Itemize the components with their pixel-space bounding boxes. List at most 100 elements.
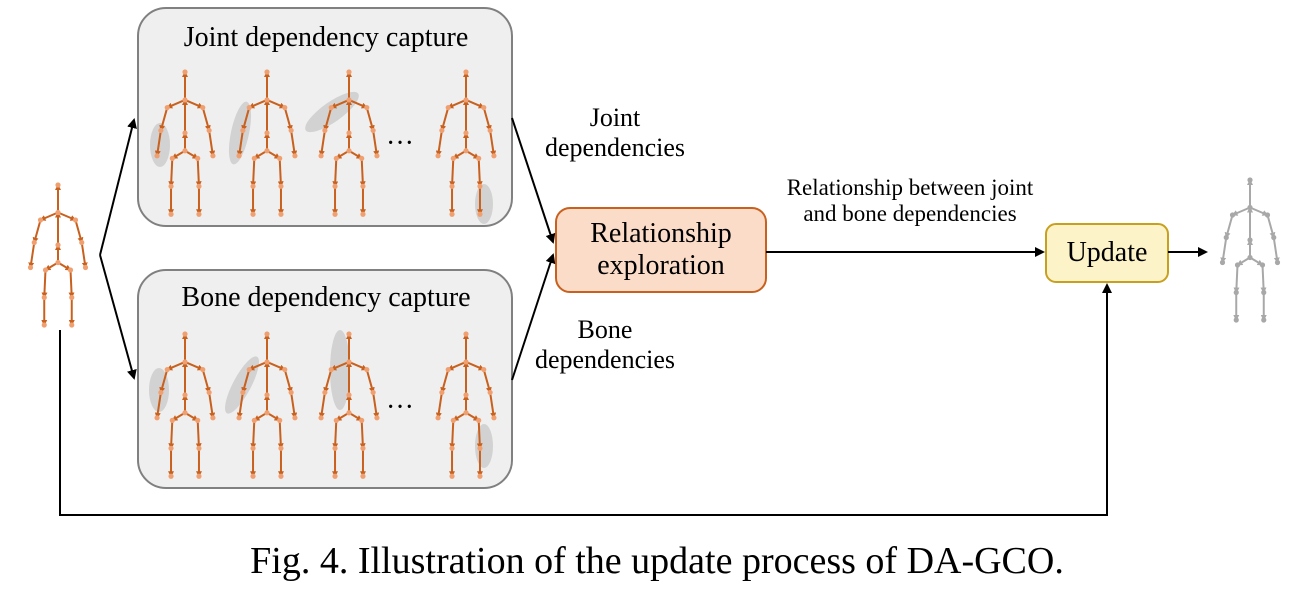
bone-panel-skeleton-2-joint-lsh [246, 366, 252, 373]
input-skeleton-joint-rel [79, 239, 85, 246]
bone-panel-skeleton-4-bone-5 [435, 392, 443, 419]
joint-panel-skeleton-2-joint-lkn [250, 183, 256, 189]
skip-connection-line [59, 283, 1112, 516]
arrow-bone-to-relationship [511, 253, 556, 381]
joint-dependencies-line-2: dependencies [544, 132, 686, 162]
bone-dependencies-line-2: dependencies [534, 344, 676, 374]
output-skeleton-bone-3 [1224, 214, 1234, 239]
bone-panel-skeleton-3-joint-rhip [359, 417, 365, 423]
input-skeleton-joint-lkn [41, 294, 47, 301]
output-skeleton-joint-lhip [1234, 262, 1241, 268]
input-skeleton-joint-lwr [27, 264, 34, 271]
output-skeleton-joint-lkn [1233, 289, 1239, 296]
bone-panel-skeleton-3-joint-lsh [328, 366, 334, 373]
bone-panel-skeleton-4-joint-lft [449, 473, 455, 479]
bone-panel-skeleton-4-joint-neck [463, 359, 469, 365]
input-skeleton-joint-hip [55, 259, 61, 266]
joint-panel-skeleton-1-bone-6 [208, 130, 216, 157]
bone-panel-skeleton-1-joint-lkn [168, 445, 174, 451]
bone-panel-skeleton-1-bone-12 [195, 420, 202, 450]
joint-panel-skeleton-1-bone-12 [195, 158, 202, 188]
bone-panel-skeleton-3-joint-head [346, 331, 352, 337]
bone-panel-skeleton-4-joint-lkn [449, 445, 455, 451]
bone-panel-skeleton-1-joint-spine [182, 392, 188, 398]
highlight-joint-4 [475, 184, 493, 224]
output-skeleton-bone-5 [1220, 237, 1228, 264]
joint-panel-skeleton-2-joint-head [264, 69, 270, 75]
joint-panel-skeleton-1-bone-5 [154, 130, 162, 157]
bone-panel-skeleton-4-joint-rwr [491, 415, 497, 421]
bone-panel-skeleton-1-joint-lwr [154, 415, 160, 421]
bone-panel-skeleton-4-joint-rel [487, 389, 493, 396]
input-skeleton-joint-lft [41, 322, 47, 328]
bone-panel-skeleton-3-joint-spine [346, 392, 352, 398]
joint-panel-skeleton-1-joint-rel [206, 127, 212, 134]
bone-panel-skeleton-1-joint-rsh [200, 366, 206, 373]
joint-panel-skeleton-3-joint-hip [346, 148, 352, 154]
joint-panel-skeleton-2-bone-5 [236, 130, 244, 157]
joint-panel-skeleton-3-joint-rkn [360, 183, 366, 189]
bone-panel-skeleton-1-joint-hip [182, 410, 188, 416]
joint-panel-skeleton-4-joint-lwr [435, 153, 441, 159]
bone-panel-skeleton-2-bone-11 [250, 420, 257, 450]
bone-panel-skeleton-3-bone-4 [365, 369, 375, 394]
bone-panel-skeleton-2-joint-hip [264, 410, 270, 416]
bone-panel-skeleton-2-joint-lft [250, 473, 256, 479]
joint-panel-skeleton-4-joint-head [463, 69, 469, 75]
bone-panel-skeleton-2-joint-lel [240, 389, 246, 396]
joint-panel-skeleton-1-joint-lft [168, 211, 174, 217]
bone-panel-skeleton-3-joint-rkn [360, 445, 366, 451]
bone-panel-skeleton-1-joint-rel [206, 389, 212, 396]
bone-panel-skeleton-4-joint-rsh [481, 366, 487, 373]
output-skeleton-joint-head [1247, 177, 1253, 183]
bone-panel-skeleton-1-bone-5 [154, 392, 162, 419]
bone-panel-skeleton-1-joint-head [182, 331, 188, 337]
bone-ellipsis: ··· [386, 392, 414, 423]
bone-panel-skeleton-2-joint-neck [264, 359, 270, 365]
bone-panel-skeleton-1-bone-6 [208, 392, 216, 419]
bone-panel-skeleton-3 [318, 331, 380, 479]
bone-panel-skeleton-2-bone-5 [236, 392, 244, 419]
joint-panel-skeleton-4-joint-lhip [450, 155, 456, 161]
joint-panel-skeleton-2-joint-spine [264, 130, 270, 136]
joint-panel-skeleton-4-joint-rel [487, 127, 493, 134]
bone-panel-skeleton-2-joint-lkn [250, 445, 256, 451]
joint-panel-skeleton-1-joint-rsh [200, 104, 206, 111]
bone-panel-skeleton-4-joint-lhip [450, 417, 456, 423]
bone-panel-skeleton-2-joint-rel [288, 389, 294, 396]
bone-panel-skeleton-2-joint-rkn [278, 445, 284, 451]
output-skeleton-bone-11 [1233, 264, 1240, 294]
input-skeleton-bone-2 [57, 211, 77, 221]
bone-panel-skeleton-2-joint-rft [278, 473, 284, 479]
bone-panel-skeleton-2-joint-rsh [282, 366, 288, 373]
bone-panel-skeleton-1-joint-neck [182, 359, 188, 365]
input-skeleton-joint-rsh [72, 217, 79, 223]
joint-panel-skeleton-4-joint-rft [477, 211, 483, 217]
joint-ellipsis: ··· [386, 128, 414, 159]
joint-panel-skeleton-3-joint-rwr [374, 153, 380, 159]
joint-panel-skeleton-3-joint-lsh [328, 104, 334, 111]
output-skeleton-joint-lel [1223, 234, 1229, 241]
input-skeleton-bone-6 [80, 242, 88, 269]
bone-panel-skeleton-4-joint-rhip [476, 417, 482, 423]
joint-panel-skeleton-2-joint-rhip [277, 155, 283, 161]
bone-panel-skeleton-1-joint-rft [196, 473, 202, 479]
joint-panel-skeleton-4 [435, 69, 497, 217]
joint-panel-skeleton-1-joint-lel [158, 127, 164, 134]
joint-panel-skeleton-4-joint-lsh [445, 104, 451, 111]
arrow-to-joint-panel [99, 118, 137, 256]
joint-panel-skeleton-3-bone-12 [359, 158, 366, 188]
joint-panel-skeleton-1-joint-rhip [195, 155, 201, 161]
joint-panel-skeleton-3-joint-lwr [318, 153, 324, 159]
highlight-bone-3 [330, 330, 350, 410]
joint-panel-skeleton-1-joint-rwr [210, 153, 216, 159]
joint-panel-skeleton-2-joint-rkn [278, 183, 284, 189]
joint-panel-skeleton-4-joint-spine [463, 130, 469, 136]
bone-panel-skeleton-3-joint-neck [346, 359, 352, 365]
bone-panel-skeleton-3-joint-hip [346, 410, 352, 416]
input-skeleton-bone-11 [41, 269, 48, 299]
bone-dependencies-line-1: Bone [577, 315, 633, 344]
bone-panel-skeleton-2-joint-head [264, 331, 270, 337]
bone-panel-skeleton-1-joint-lel [158, 389, 164, 396]
input-skeleton-bone-1 [39, 211, 59, 221]
